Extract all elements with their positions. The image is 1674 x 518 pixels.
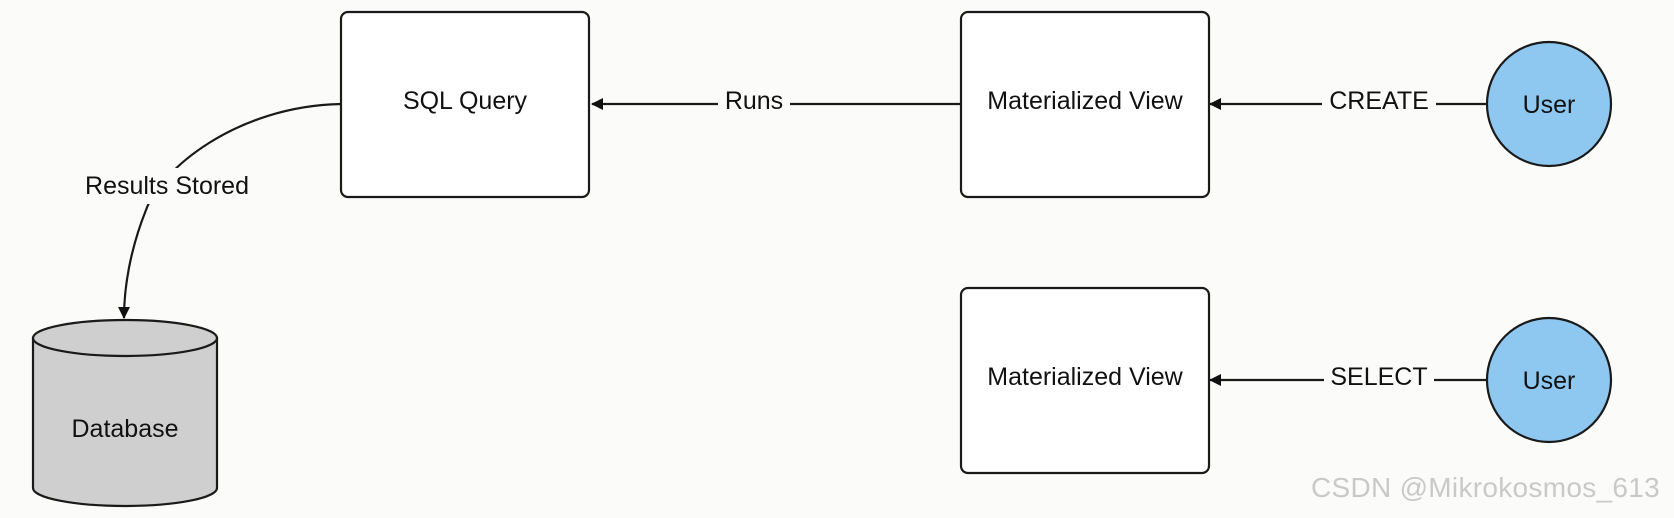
select-label: SELECT <box>1330 363 1427 391</box>
materialized-view-top-node: Materialized View <box>959 10 1211 199</box>
sql-query-label: SQL Query <box>403 87 528 115</box>
user-bottom-label: User <box>1523 367 1576 395</box>
edge-create: CREATE <box>1209 86 1488 120</box>
create-label: CREATE <box>1329 87 1429 115</box>
create-label-bg <box>1322 86 1436 120</box>
select-label-bg <box>1324 362 1434 396</box>
runs-label-bg <box>718 86 790 120</box>
results-stored-label: Results Stored <box>85 172 249 200</box>
database-cylinder-body <box>31 336 219 508</box>
materialized-view-bottom-node: Materialized View <box>959 286 1211 475</box>
runs-label: Runs <box>725 87 783 115</box>
edge-results-stored: Results Stored <box>74 102 342 319</box>
user-top-node: User <box>1485 40 1613 168</box>
user-bottom-circle <box>1485 316 1613 444</box>
edge-runs: Runs <box>591 86 960 120</box>
materialized-view-bottom-label: Materialized View <box>987 363 1183 391</box>
database-cylinder-top <box>31 318 219 358</box>
results-stored-arrow <box>118 102 342 319</box>
user-top-label: User <box>1523 91 1576 119</box>
user-bottom-node: User <box>1485 316 1613 444</box>
watermark-text: CSDN @Mikrokosmos_613 <box>1310 472 1660 503</box>
user-top-circle <box>1485 40 1613 168</box>
edge-select: SELECT <box>1209 362 1488 396</box>
materialized-view-top-label: Materialized View <box>987 87 1183 115</box>
database-node: Database <box>31 318 219 508</box>
database-label: Database <box>71 415 178 443</box>
sql-query-node: SQL Query <box>339 10 591 199</box>
results-stored-label-bg <box>74 168 260 204</box>
